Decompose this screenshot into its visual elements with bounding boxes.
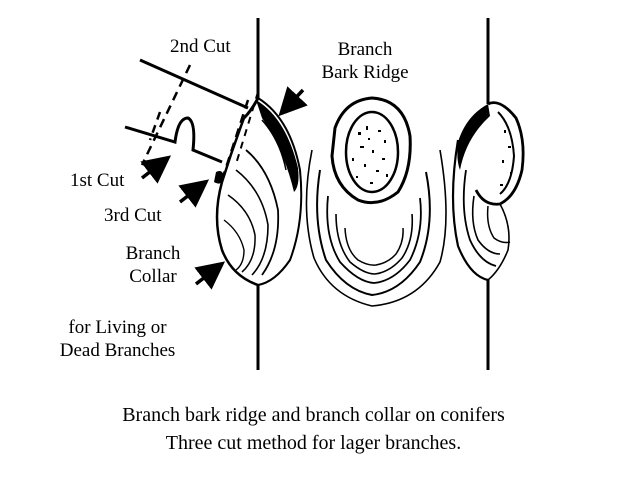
left-branch-collar: [215, 97, 303, 287]
label-branch-collar: Branch Collar: [110, 242, 196, 288]
left-bark-ridge: [256, 100, 299, 192]
label-1st-cut: 1st Cut: [70, 170, 125, 191]
right-branch: [451, 101, 525, 282]
caption-line1: Branch bark ridge and branch collar on c…: [122, 404, 505, 426]
label-branch-bark-ridge-line1: Branch: [337, 39, 393, 60]
third-cut-mark: [214, 171, 224, 184]
center-branch: [305, 96, 447, 307]
pointer-arrows: [140, 86, 308, 290]
cut-lines: [124, 58, 259, 181]
center-stub-texture: [352, 126, 388, 184]
label-3rd-cut: 3rd Cut: [104, 205, 162, 226]
label-living-dead-line1: for Living or: [68, 317, 167, 338]
right-stub-texture: [500, 130, 512, 186]
label-2nd-cut: 2nd Cut: [170, 36, 231, 57]
label-living-dead-branches: for Living or Dead Branches: [40, 316, 195, 362]
label-branch-bark-ridge: Branch Bark Ridge: [300, 38, 430, 84]
right-bark-ridge: [457, 104, 490, 170]
label-branch-collar-line2: Collar: [129, 266, 177, 287]
label-branch-bark-ridge-line2: Bark Ridge: [321, 62, 409, 83]
label-branch-collar-line1: Branch: [125, 243, 181, 264]
caption-line2: Three cut method for lager branches.: [165, 432, 462, 454]
label-living-dead-line2: Dead Branches: [59, 340, 176, 361]
